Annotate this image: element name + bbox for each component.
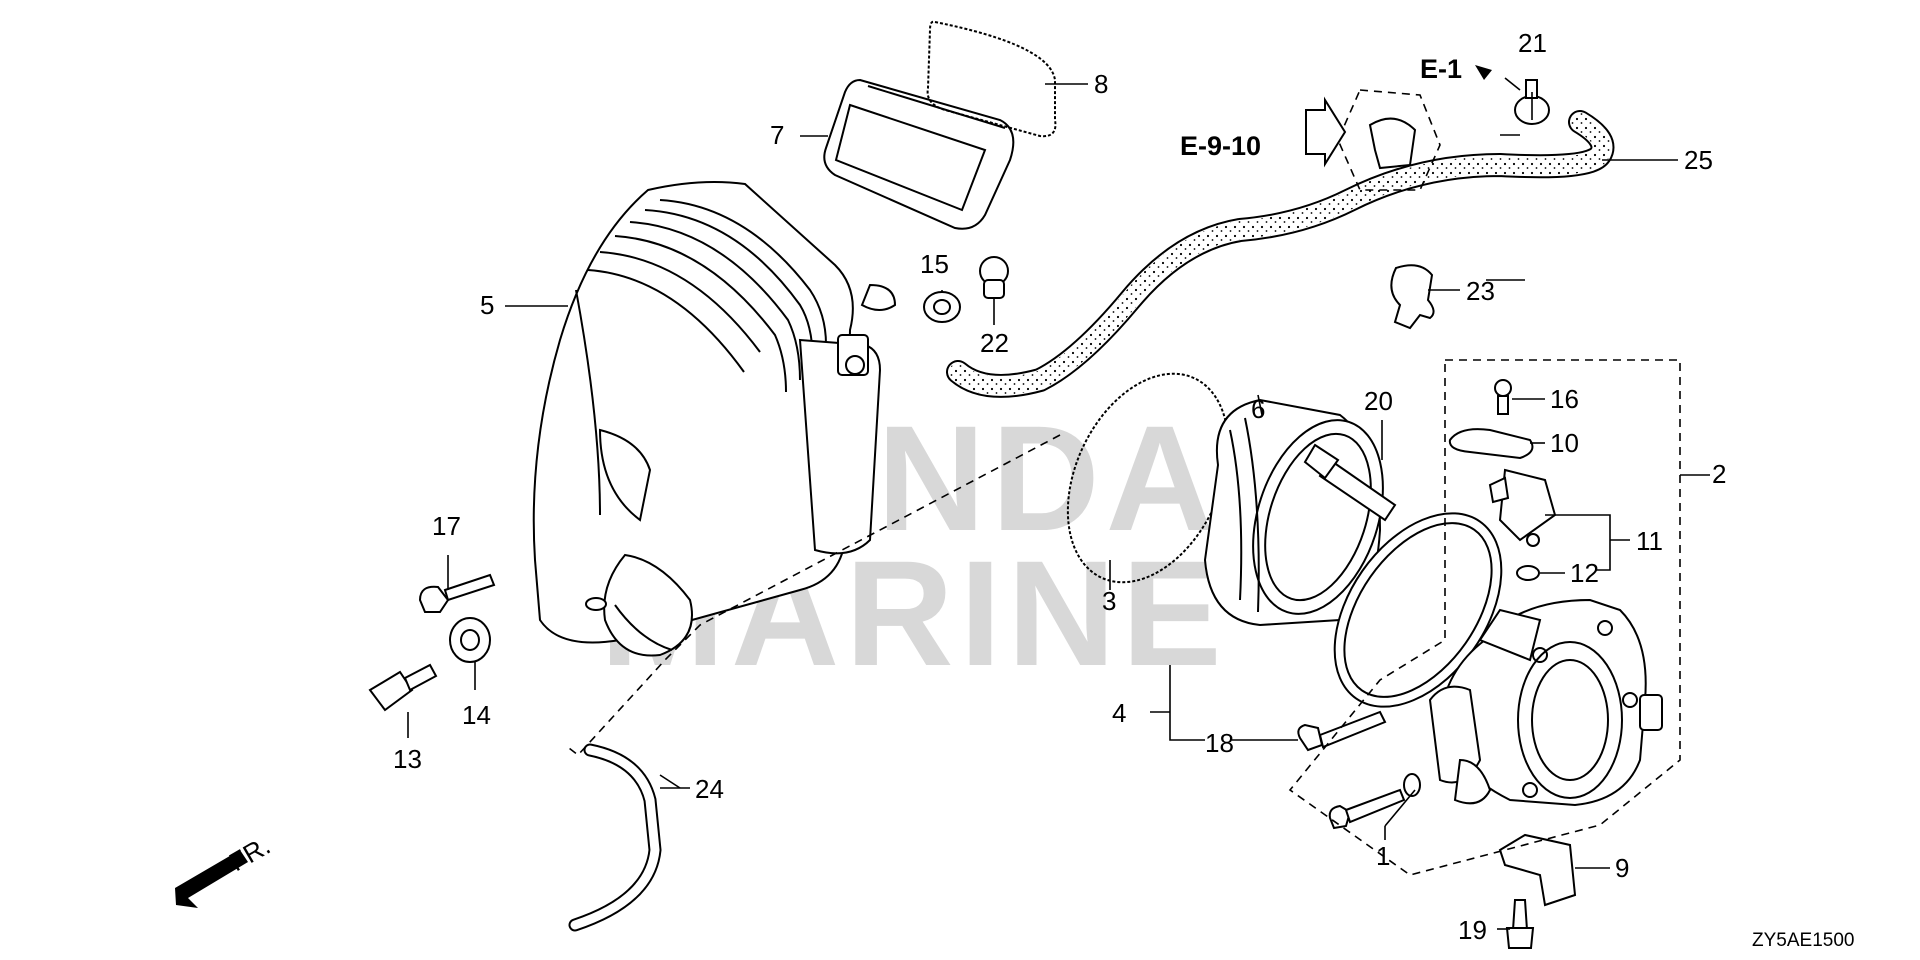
sensor-o-ring <box>1516 565 1540 581</box>
callouts: 1 2 3 4 5 6 7 8 9 10 11 12 13 14 15 16 1… <box>393 28 1726 945</box>
plate-screw <box>1494 379 1512 415</box>
callout-21[interactable]: 21 <box>1518 28 1547 58</box>
callout-1[interactable]: 1 <box>1376 841 1390 871</box>
bracket-bolt <box>1505 899 1535 949</box>
callout-11[interactable]: 11 <box>1636 526 1663 556</box>
reference-e910[interactable]: E-9-10 <box>1180 131 1261 161</box>
drain-fitting <box>368 663 438 712</box>
breather-hose <box>946 110 1615 398</box>
case-kit-outline <box>564 434 1061 757</box>
air-filter-element <box>823 78 1015 230</box>
reference-inset <box>1305 89 1441 191</box>
reference-e1[interactable]: E-1 <box>1420 54 1462 84</box>
callout-23[interactable]: 23 <box>1466 276 1495 306</box>
callout-2[interactable]: 2 <box>1712 459 1726 489</box>
case-grommet <box>923 291 961 323</box>
callout-9[interactable]: 9 <box>1615 853 1629 883</box>
throttle-sensor <box>1488 468 1557 547</box>
callout-13[interactable]: 13 <box>393 744 422 774</box>
reference-e1-arrow <box>1504 77 1521 91</box>
mount-bracket <box>1498 833 1577 907</box>
reference-e1-arrowhead <box>1475 65 1492 80</box>
callout-7[interactable]: 7 <box>770 120 784 150</box>
diagram-code: ZY5AE1500 <box>1752 930 1854 951</box>
gasket-ring <box>926 20 1057 138</box>
callout-15[interactable]: 15 <box>920 249 949 279</box>
sensor-plate <box>1448 428 1534 460</box>
callout-3[interactable]: 3 <box>1102 586 1116 616</box>
callout-24[interactable]: 24 <box>695 774 724 804</box>
throttle-kit-outline <box>1288 359 1681 876</box>
callout-19[interactable]: 19 <box>1458 915 1487 945</box>
callout-20[interactable]: 20 <box>1364 386 1393 416</box>
callout-18[interactable]: 18 <box>1205 728 1234 758</box>
case-plug <box>979 256 1009 299</box>
callout-5[interactable]: 5 <box>480 290 494 320</box>
callout-17[interactable]: 17 <box>432 511 461 541</box>
front-marker: FR. <box>175 830 275 908</box>
case-bolt <box>418 573 496 613</box>
air-cleaner-case <box>532 181 897 657</box>
callout-4[interactable]: 4 <box>1112 698 1126 728</box>
callout-8[interactable]: 8 <box>1094 69 1108 99</box>
leader-lines <box>407 83 1710 930</box>
callout-14[interactable]: 14 <box>462 700 491 730</box>
callout-6[interactable]: 6 <box>1251 394 1265 424</box>
long-bolt <box>1303 443 1397 522</box>
callout-25[interactable]: 25 <box>1684 145 1713 175</box>
throttle-body <box>1428 598 1663 807</box>
hose-holder <box>1390 264 1435 330</box>
flange-bolt <box>1297 710 1387 752</box>
lower-grommet <box>449 617 491 663</box>
callout-22[interactable]: 22 <box>980 328 1009 358</box>
callout-12[interactable]: 12 <box>1570 558 1599 588</box>
callout-10[interactable]: 10 <box>1550 428 1579 458</box>
intake-tube <box>1203 398 1384 627</box>
callout-16[interactable]: 16 <box>1550 384 1579 414</box>
